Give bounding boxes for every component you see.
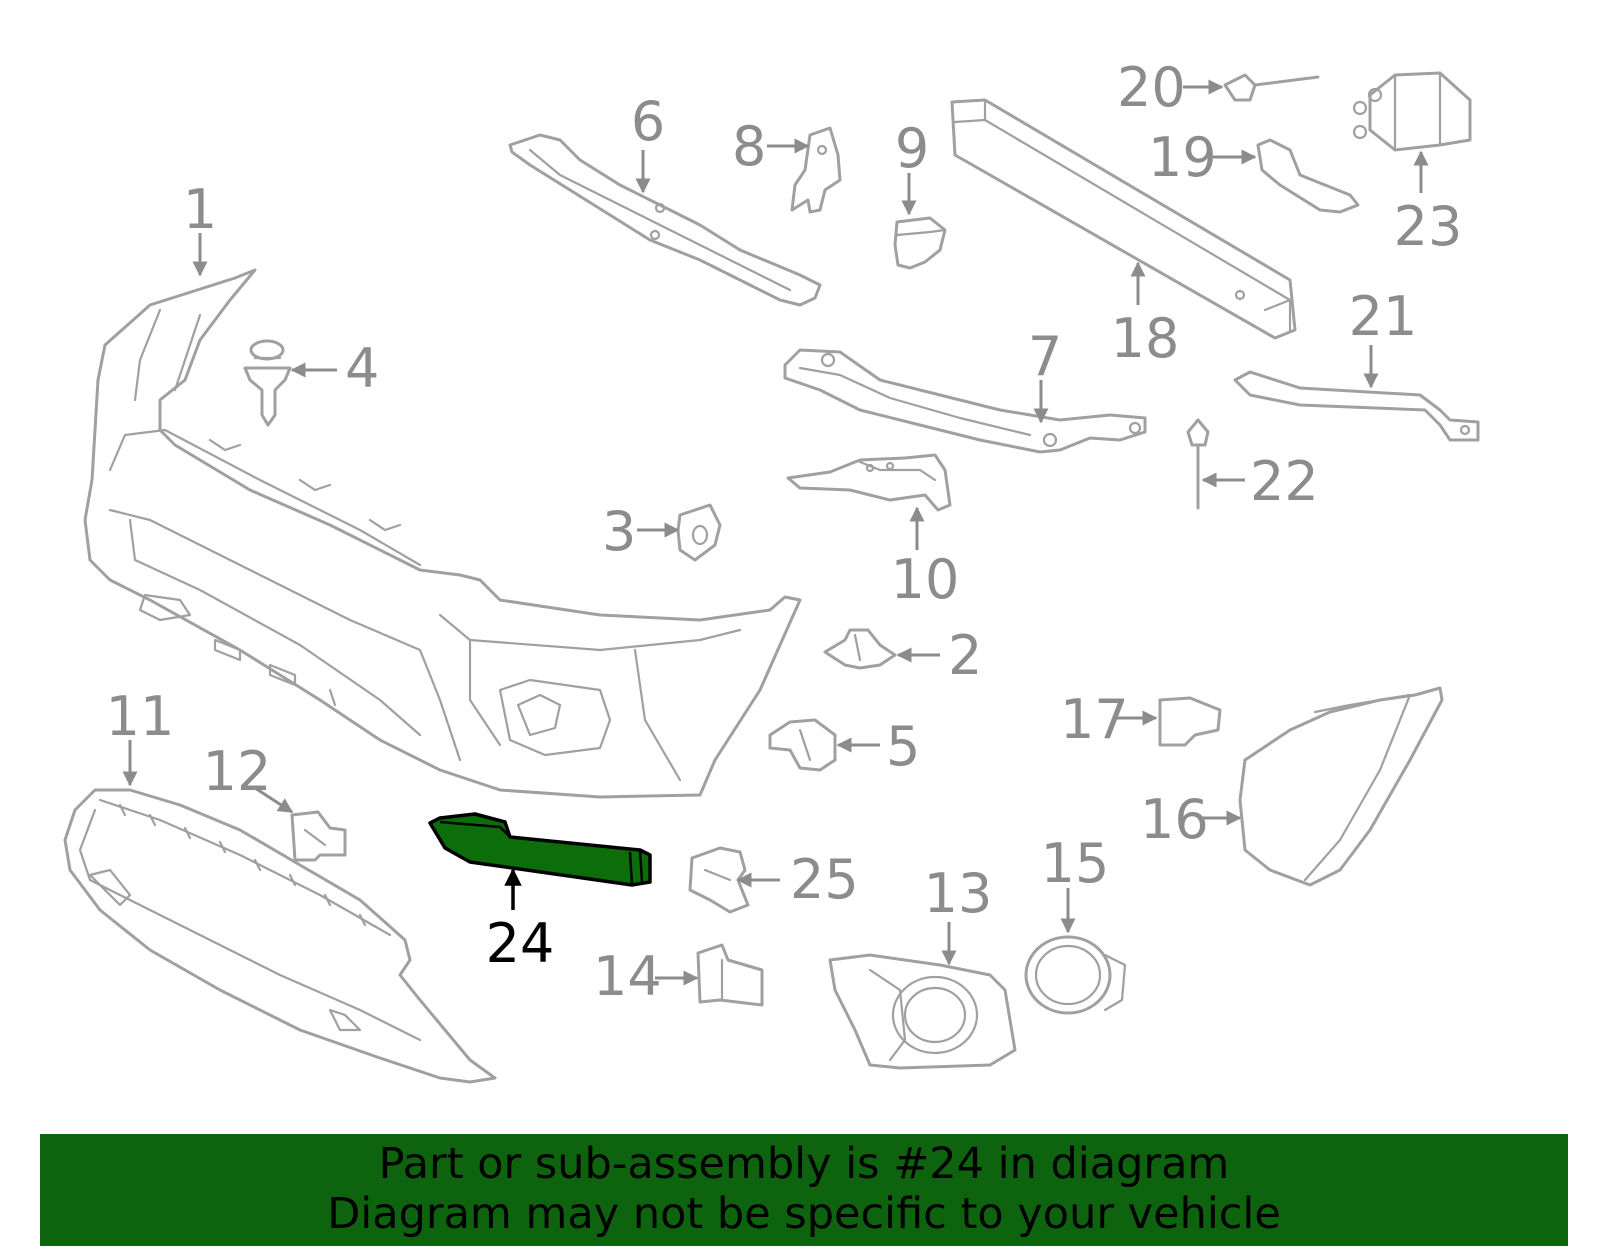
callout-8: 8 xyxy=(732,115,766,178)
info-banner: Part or sub-assembly is #24 in diagram D… xyxy=(40,1134,1568,1246)
callout-21: 21 xyxy=(1349,285,1418,348)
part-1-bumper-cover[interactable] xyxy=(83,268,802,799)
callout-14: 14 xyxy=(593,945,662,1008)
callout-5: 5 xyxy=(886,715,920,778)
part-2-clip[interactable] xyxy=(823,628,897,670)
part-21-bracket[interactable] xyxy=(1233,370,1480,442)
callout-9: 9 xyxy=(895,117,929,180)
part-16-side-extension[interactable] xyxy=(1238,686,1444,887)
part-5-clip[interactable] xyxy=(768,718,837,772)
part-13-fog-bezel[interactable] xyxy=(828,953,1017,1070)
callout-labels: 1 4 6 8 9 18 20 19 23 7 21 22 10 3 2 5 1… xyxy=(106,56,1463,1008)
part-8-bracket[interactable] xyxy=(790,126,842,214)
callout-4: 4 xyxy=(345,337,379,400)
callout-10: 10 xyxy=(891,548,960,611)
callout-7: 7 xyxy=(1028,325,1062,388)
callout-15: 15 xyxy=(1041,832,1110,895)
part-22-long-bolt[interactable] xyxy=(1186,418,1210,510)
callout-17: 17 xyxy=(1060,688,1129,751)
part-9-clip-block[interactable] xyxy=(893,216,947,270)
callout-3: 3 xyxy=(602,500,636,563)
callout-13: 13 xyxy=(924,862,993,925)
part-25-clip[interactable] xyxy=(688,846,750,914)
part-6-upper-support[interactable] xyxy=(508,133,822,307)
callout-11: 11 xyxy=(106,685,175,748)
part-20-bolt[interactable] xyxy=(1223,73,1320,102)
callout-22: 22 xyxy=(1250,450,1319,513)
callout-20: 20 xyxy=(1117,56,1186,119)
part-4-push-clip[interactable] xyxy=(243,339,292,427)
callout-18: 18 xyxy=(1111,307,1180,370)
banner-line-1: Part or sub-assembly is #24 in diagram xyxy=(378,1139,1230,1189)
part-17-clip[interactable] xyxy=(1158,696,1222,747)
part-24-highlighted-retainer[interactable] xyxy=(428,812,652,887)
part-11-lower-grille[interactable] xyxy=(63,788,497,1084)
callout-23: 23 xyxy=(1394,195,1463,258)
callout-19: 19 xyxy=(1148,126,1217,189)
part-23-stud-bracket[interactable] xyxy=(1352,71,1472,152)
part-3-clip[interactable] xyxy=(676,503,722,562)
callout-6: 6 xyxy=(631,90,665,153)
callout-2: 2 xyxy=(948,624,982,687)
part-7-lower-support[interactable] xyxy=(783,348,1147,454)
leader-arrows xyxy=(122,79,1429,986)
part-18-reinforcement-bar[interactable] xyxy=(950,98,1297,340)
callout-24: 24 xyxy=(486,912,555,975)
part-14-clip[interactable] xyxy=(696,943,764,1007)
part-19-bracket[interactable] xyxy=(1256,138,1360,214)
callout-25: 25 xyxy=(790,848,859,911)
part-12-clip[interactable] xyxy=(290,810,347,862)
callout-1: 1 xyxy=(183,178,217,241)
banner-line-2: Diagram may not be specific to your vehi… xyxy=(327,1189,1281,1239)
part-10-bracket[interactable] xyxy=(786,453,952,512)
callout-12: 12 xyxy=(203,740,272,803)
part-15-fog-lamp[interactable] xyxy=(1024,935,1127,1015)
callout-16: 16 xyxy=(1140,788,1209,851)
